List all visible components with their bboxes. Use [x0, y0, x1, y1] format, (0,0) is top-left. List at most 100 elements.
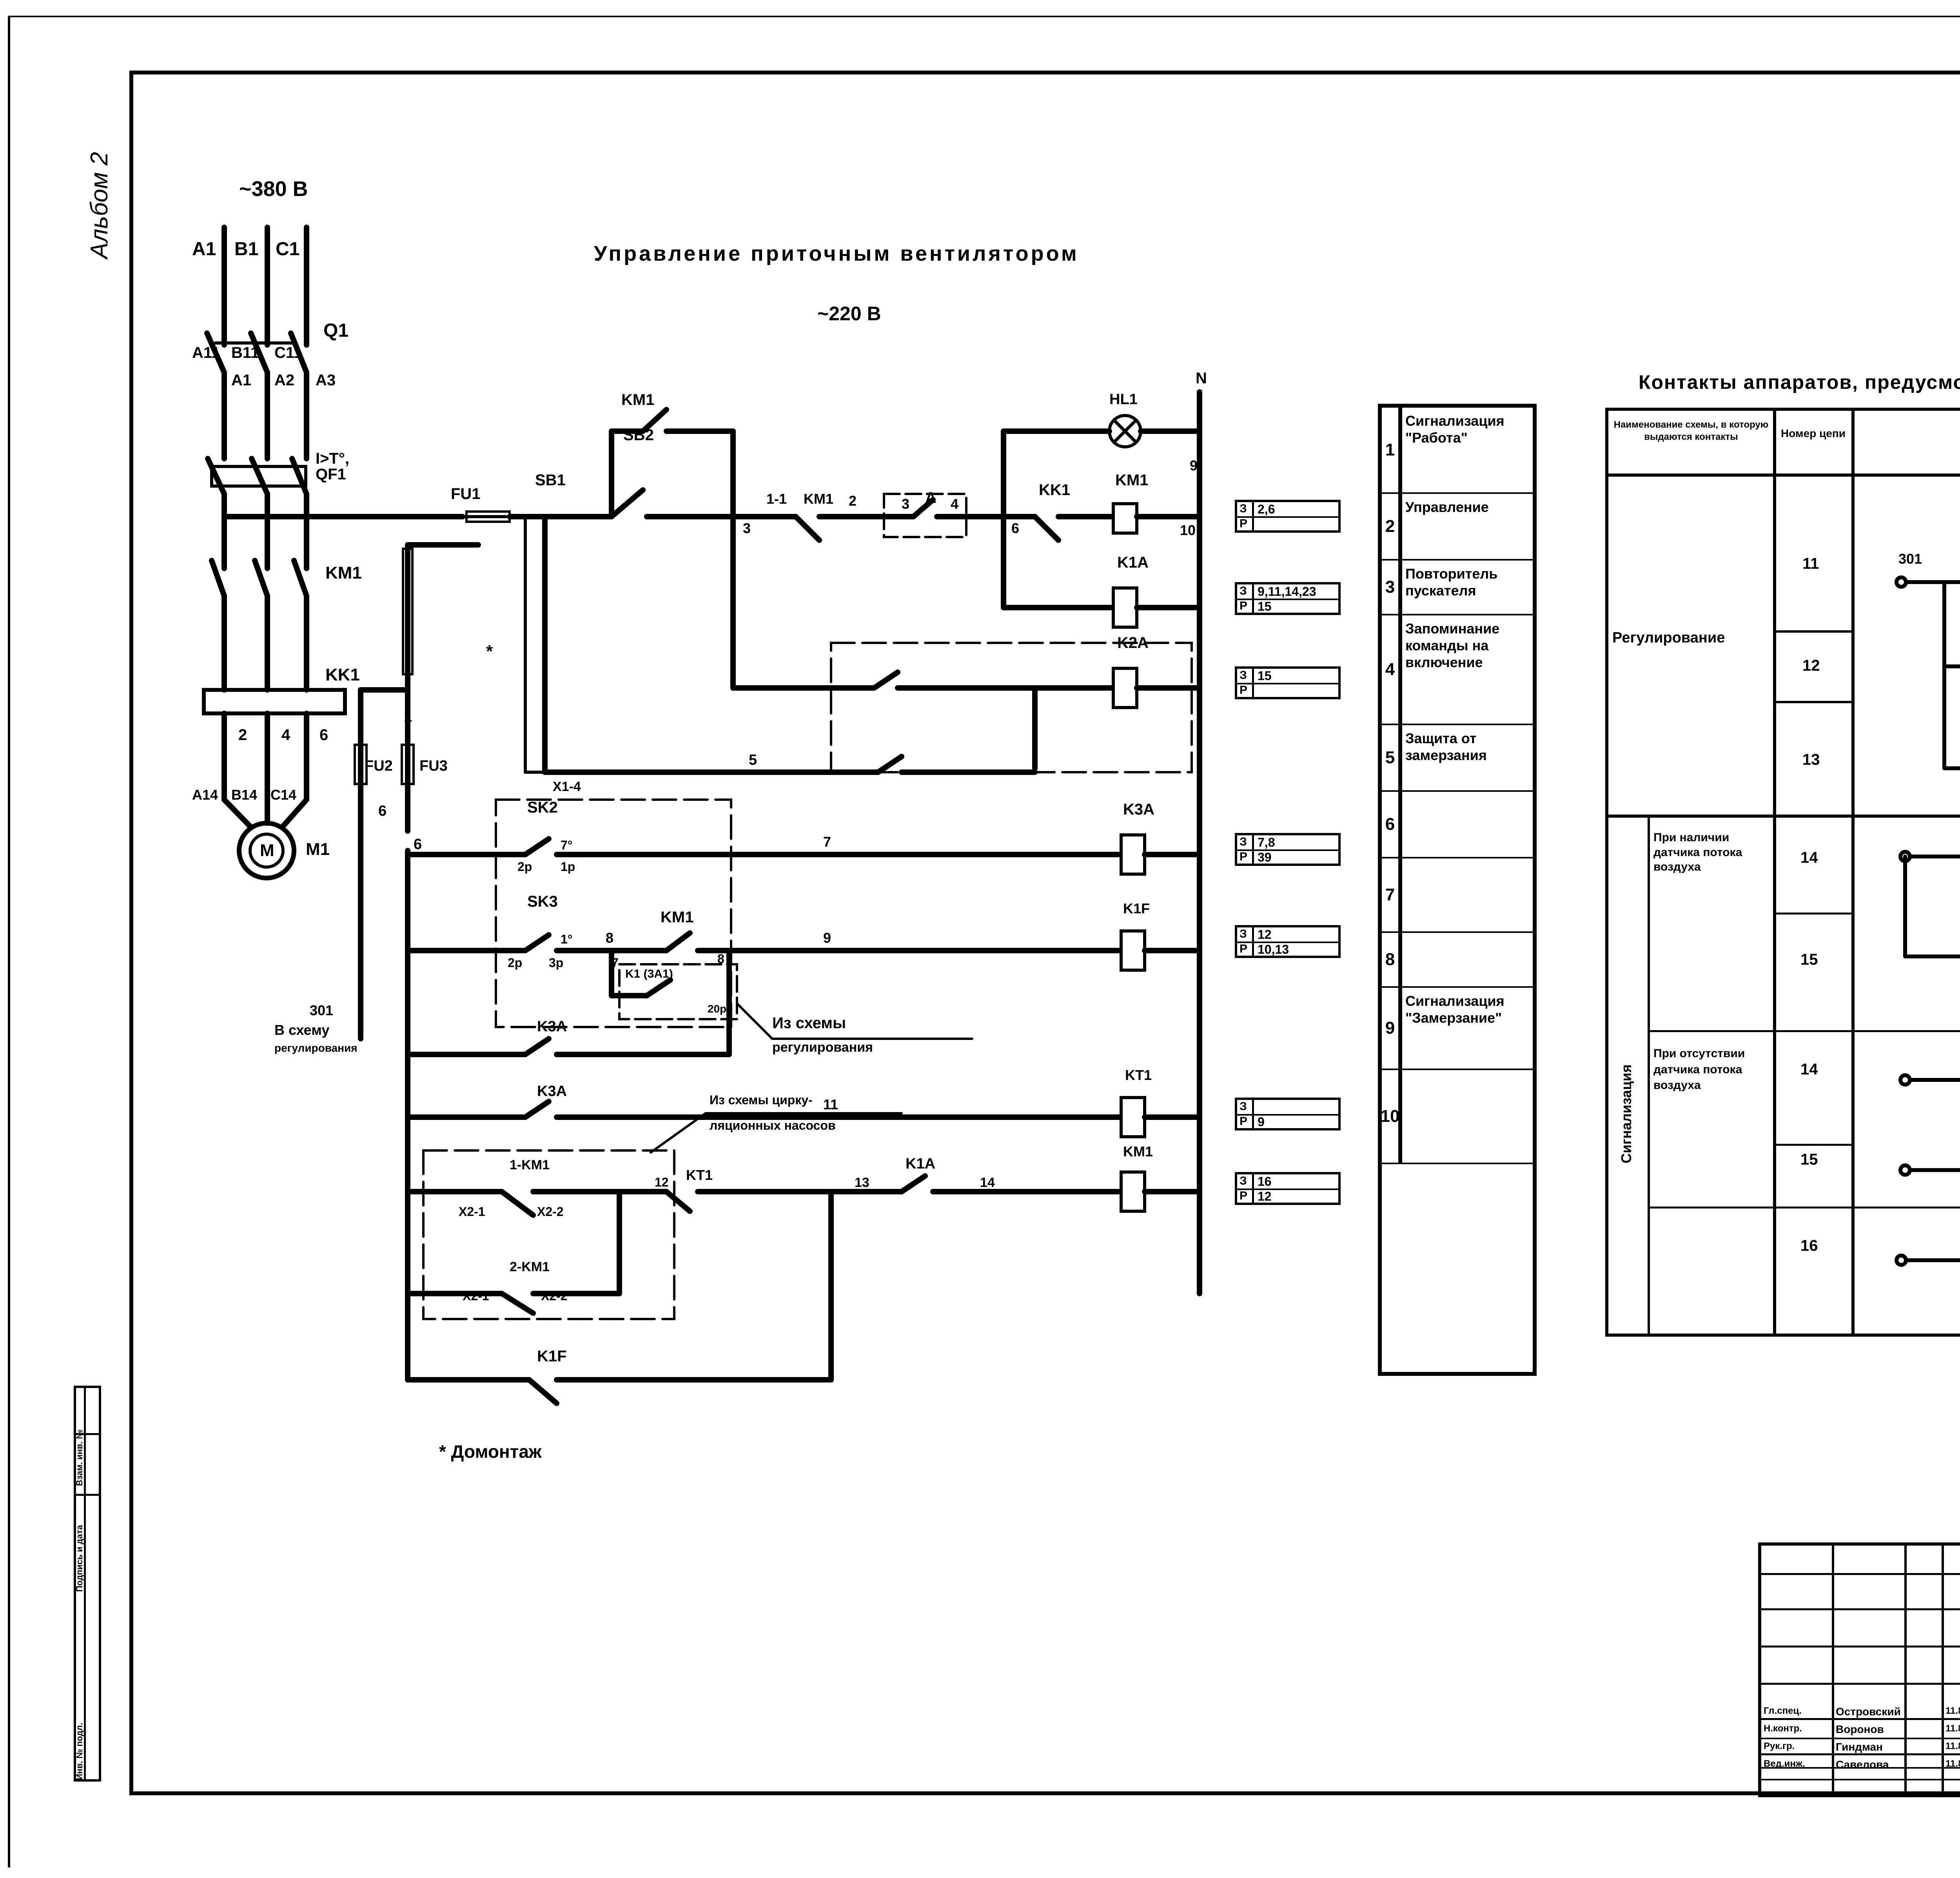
kk1-contact-label: KK1 — [1039, 481, 1071, 499]
sk2-temp: 7° — [561, 838, 573, 852]
xref-letter: З — [1240, 669, 1247, 682]
signer-role: Рук.гр. — [1764, 1741, 1795, 1751]
function-row-text — [1402, 792, 1533, 858]
line-label: A2 — [274, 372, 295, 389]
function-row-text — [1402, 1070, 1533, 1164]
wire-number: 8 — [717, 952, 724, 966]
control-title: Управление приточным вентилятором — [594, 242, 1079, 265]
xref-top: 7,8 — [1258, 835, 1275, 849]
circuit-number: 13 — [1802, 751, 1820, 768]
function-row-number: 5 — [1382, 725, 1402, 792]
signer-role: Н.контр. — [1764, 1723, 1802, 1734]
xref-letter: Р — [1240, 1115, 1248, 1128]
xref-letter: Р — [1240, 599, 1248, 612]
function-row-text: Запоминание команды на включение — [1402, 615, 1533, 725]
xref-bottom: 9 — [1258, 1115, 1265, 1129]
wire-number: 1-1 — [766, 491, 787, 507]
xref-letter: Р — [1240, 850, 1248, 863]
kt1-contact-label: KT1 — [686, 1167, 713, 1183]
motor-terminal-label: B14 — [231, 787, 258, 803]
sk3-terminal: 2p — [508, 956, 523, 970]
xref-letter: Р — [1240, 942, 1248, 955]
wire-number: 7 — [612, 956, 619, 970]
sk2-label: SK2 — [527, 799, 558, 816]
function-row-number: 2 — [1382, 494, 1402, 561]
contacts-table: Наименование схемы, в которую выдаются к… — [1605, 408, 1960, 1337]
function-row-number: 3 — [1382, 561, 1402, 615]
xref-top: 9,11,14,23 — [1258, 584, 1316, 599]
with-sensor-label: При наличии датчика потока воздуха — [1653, 831, 1742, 873]
sk2-terminal: 2p — [517, 860, 532, 874]
wire-number: 3 — [902, 496, 910, 512]
xref-letter: З — [1240, 927, 1247, 940]
auto-switch-label: A — [925, 489, 936, 506]
wire-number: 3 — [743, 520, 751, 536]
from-pumps-note: Из схемы цирку- — [710, 1093, 813, 1107]
title-block: 904-02-36.88 Управление и силовое электр… — [1758, 1542, 1960, 1797]
motor-terminal-label: C14 — [270, 787, 297, 803]
phase-label: C1 — [276, 239, 300, 259]
from-pumps-note: ляционных насосов — [710, 1118, 836, 1132]
function-row-number: 1 — [1382, 408, 1402, 494]
xref-top: 16 — [1258, 1174, 1272, 1188]
footnote-marker: * — [486, 642, 493, 661]
wire-number: 11 — [823, 1096, 838, 1112]
k3a-coil-label: K3A — [1123, 801, 1155, 818]
k2a-coil-label: K2A — [1117, 634, 1149, 651]
phase-label: B1 — [234, 239, 259, 259]
header-circuit-number: Номер цепи — [1780, 427, 1846, 439]
sk2-terminal: 1p — [561, 860, 575, 874]
kt1-coil-label: KT1 — [1125, 1067, 1152, 1083]
signer-role: Гл.спец. — [1764, 1706, 1802, 1716]
signer-date: 11.88 — [1945, 1723, 1960, 1734]
wire-301: 301 — [1898, 551, 1922, 567]
control-voltage: ~220 В — [817, 303, 881, 325]
sk3-label: SK3 — [527, 893, 558, 910]
xref-bottom: 15 — [1258, 599, 1272, 613]
terminal-x2-1: X2-1 — [459, 1205, 485, 1219]
function-row-number: 9 — [1382, 988, 1402, 1070]
signer-role: Вед.инж. — [1764, 1758, 1805, 1769]
circuit-number: 11 — [1802, 555, 1819, 572]
function-row-text — [1402, 858, 1533, 933]
contactor-km1-label: KM1 — [325, 563, 362, 582]
xref-bottom: 12 — [1258, 1189, 1272, 1203]
line-label: A1 — [231, 372, 252, 389]
function-row-number: 7 — [1382, 858, 1402, 933]
header-scheme-name: Наименование схемы, в которую выдаются к… — [1613, 419, 1769, 443]
control-wires — [221, 389, 1202, 1406]
signer-name: Воронов — [1836, 1723, 1884, 1735]
side-stamp-label: Подпись и дата — [74, 1525, 84, 1592]
function-row-number: 8 — [1382, 933, 1402, 988]
breaker-q1-label: Q1 — [323, 320, 349, 341]
side-stamp-label: Взам. инв. № — [74, 1429, 84, 1486]
xref-letter: З — [1240, 502, 1247, 515]
terminal-20p: 20p — [708, 1003, 727, 1015]
function-row-number: 10 — [1381, 1070, 1402, 1164]
sk3-temp: 1° — [561, 932, 573, 946]
terminal-x2-1: X2-1 — [463, 1289, 489, 1303]
function-row-text — [1402, 933, 1533, 988]
thermal-relay-kk1-label: KK1 — [325, 665, 360, 684]
terminal-label: 2 — [238, 726, 247, 744]
wire-number: 9 — [823, 930, 831, 946]
supply-voltage-380: ~380 В — [239, 177, 308, 201]
regulation-label: Регулирование — [1612, 630, 1725, 646]
xref-top: 2,6 — [1258, 502, 1275, 516]
fuse-fu3-label: FU3 — [419, 758, 448, 774]
sk3-terminal: 3p — [549, 956, 564, 970]
from-regulation-note: Из схемы — [772, 1014, 846, 1032]
k3a-contact-label: K3A — [537, 1018, 567, 1035]
wire-number: 7 — [823, 834, 831, 850]
outer-frame — [8, 16, 1960, 1867]
line-label: A3 — [316, 372, 336, 389]
function-row-text: Защита от замерзания — [1402, 725, 1533, 792]
k1a-contact-label: K1A — [906, 1156, 936, 1172]
wire-number: 6 — [378, 803, 387, 819]
